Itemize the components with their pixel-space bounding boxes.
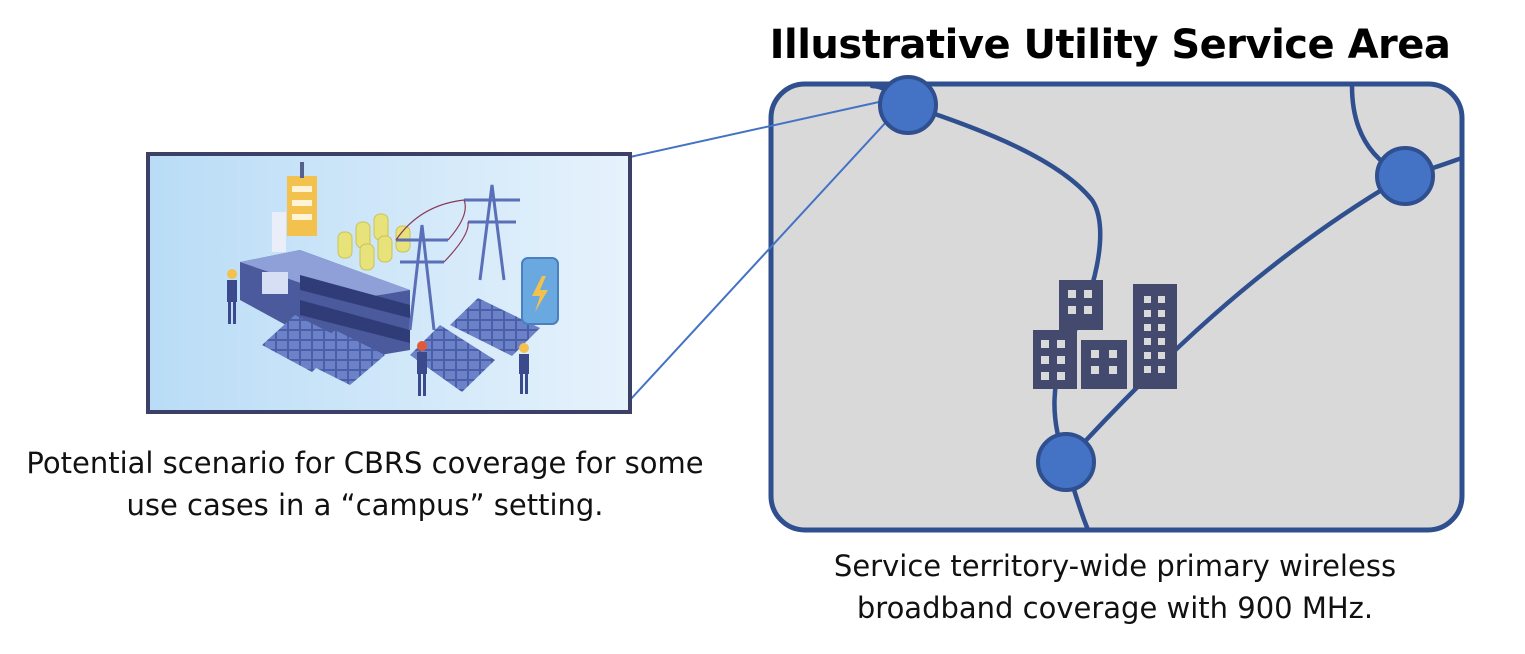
node-bottom xyxy=(1036,432,1096,492)
power-tower-icon xyxy=(396,184,520,331)
storage-tanks xyxy=(337,213,411,271)
service-area-panel xyxy=(768,81,1465,533)
callout-line-lower xyxy=(629,119,889,401)
solar-panel-icon xyxy=(262,298,540,392)
diagram-title: Illustrative Utility Service Area xyxy=(769,22,1451,68)
link-bottom-to-right xyxy=(1063,173,1408,465)
link-top-to-bottom xyxy=(905,102,1103,465)
campus-caption: Potential scenario for CBRS coverage for… xyxy=(26,446,704,522)
callout-line-upper xyxy=(629,99,889,158)
building-icon xyxy=(1033,280,1177,389)
network-nodes xyxy=(878,75,1435,492)
node-top xyxy=(878,75,938,135)
factory-tower xyxy=(272,162,317,252)
node-right xyxy=(1375,146,1435,206)
power-lines xyxy=(395,199,469,263)
lightning-icon xyxy=(521,257,559,325)
campus-illustration xyxy=(146,152,632,414)
callout-lines xyxy=(629,99,889,401)
worker-icon xyxy=(227,269,529,396)
plant-building xyxy=(240,250,410,360)
service-area-caption: Service territory-wide primary wireless … xyxy=(833,549,1397,625)
